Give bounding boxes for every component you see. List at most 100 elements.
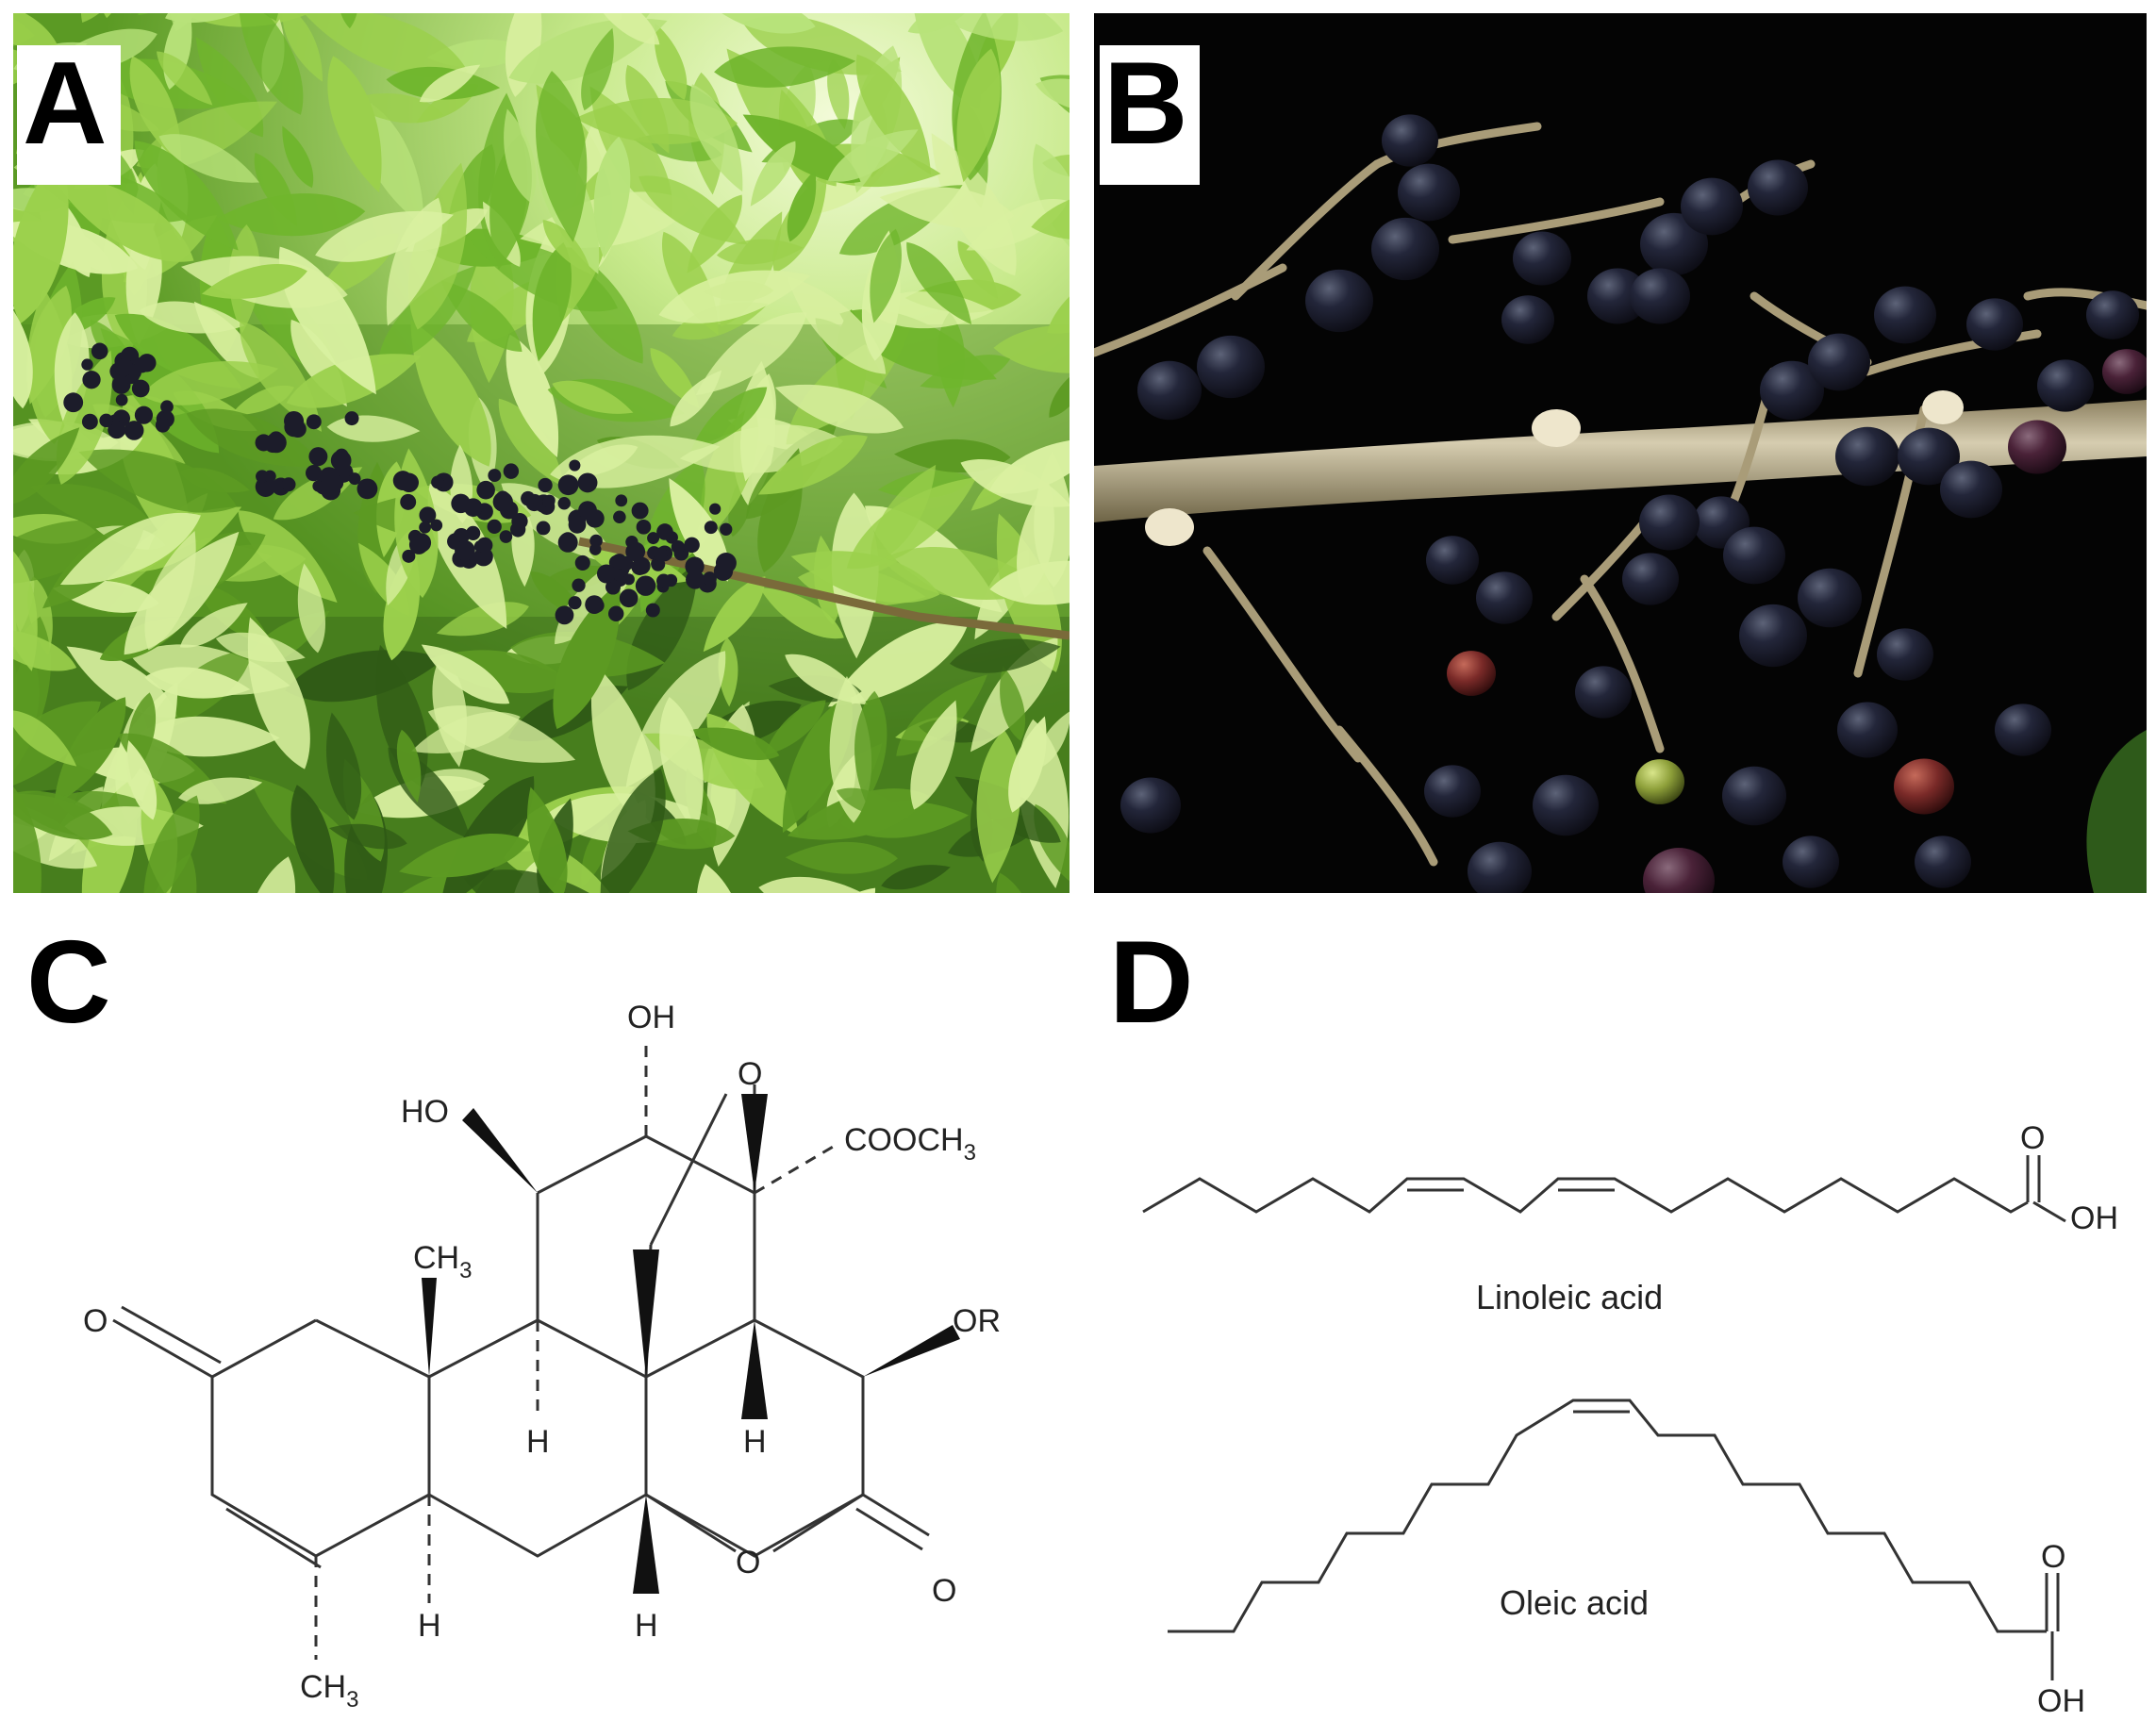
berry: [1995, 703, 2051, 756]
berry: [81, 413, 98, 430]
berry: [636, 520, 652, 535]
berry: [589, 543, 602, 555]
berry: [715, 553, 737, 573]
berry: [155, 418, 171, 433]
foliage-photo: [13, 13, 1070, 893]
berry: [568, 516, 587, 534]
berry: [585, 595, 605, 614]
berry: [431, 475, 444, 489]
atom-o-ring: O: [736, 1545, 760, 1580]
panel-a-photo: [13, 13, 1070, 893]
berry: [419, 521, 431, 534]
berry: [1305, 269, 1373, 333]
berry: [1622, 553, 1679, 605]
berry: [411, 533, 432, 553]
berry: [451, 493, 471, 514]
berry: [1640, 212, 1708, 276]
berry: [330, 450, 352, 472]
linoleic-o: O: [2020, 1120, 2045, 1156]
berry: [720, 522, 733, 536]
berry: [1468, 841, 1532, 893]
berry: [487, 519, 502, 535]
berry: [568, 596, 582, 610]
berry: [348, 472, 361, 486]
berry: [1722, 766, 1786, 826]
atom-cooch3: COOCH3: [844, 1122, 976, 1166]
atom-ho-left: HO: [401, 1094, 449, 1130]
berry: [488, 469, 502, 483]
berry: [656, 573, 672, 588]
atom-oh-top: OH: [627, 1000, 675, 1035]
berry: [635, 575, 656, 596]
berry: [492, 491, 513, 512]
berry: [632, 556, 651, 575]
berries-photo: [1094, 13, 2147, 893]
oleic-name: Oleic acid: [1500, 1583, 1649, 1622]
berry: [289, 420, 307, 439]
berry: [631, 502, 649, 520]
berry: [392, 471, 413, 491]
berry: [1748, 159, 1808, 216]
panel-label-c: C: [26, 918, 111, 1048]
berry: [1940, 460, 2002, 519]
berry: [402, 549, 416, 563]
berry: [1137, 360, 1202, 421]
linoleic-chain: [1142, 1155, 2066, 1223]
berry: [1966, 298, 2023, 351]
berry: [704, 521, 718, 535]
berry: [1894, 758, 1954, 815]
berry: [1630, 268, 1690, 324]
berry: [1837, 702, 1898, 758]
berry: [572, 578, 586, 592]
berry: [306, 464, 323, 482]
berry: [685, 556, 705, 576]
berry: [91, 342, 108, 360]
berry: [1798, 568, 1862, 628]
berry: [656, 523, 673, 540]
berry: [577, 472, 598, 493]
berry: [2102, 349, 2147, 394]
berry: [542, 495, 556, 508]
berry: [511, 512, 528, 530]
panel-b-photo: [1094, 13, 2147, 893]
berry: [114, 357, 134, 377]
berry: [608, 554, 623, 571]
berry: [99, 413, 113, 428]
atom-ch3-top: CH3: [413, 1240, 472, 1283]
berry: [2037, 359, 2094, 412]
berry: [108, 421, 126, 439]
berry: [81, 358, 93, 371]
berry: [115, 393, 128, 406]
atom-o-ketone: O: [83, 1303, 108, 1339]
berry: [1808, 333, 1870, 391]
berry: [1382, 114, 1438, 167]
berry: [134, 356, 150, 373]
berry: [654, 547, 668, 562]
oleic-chain: [1168, 1398, 2060, 1680]
berry: [1898, 427, 1960, 486]
berry: [2086, 290, 2139, 339]
berry: [503, 463, 520, 479]
oleic-o: O: [2041, 1539, 2065, 1575]
berry: [265, 432, 287, 454]
berry: [555, 605, 574, 625]
berry: [1639, 494, 1700, 551]
berry: [684, 537, 700, 554]
berry: [536, 521, 551, 536]
berry: [344, 411, 359, 426]
berry: [1587, 268, 1648, 324]
berry: [476, 537, 493, 554]
berry: [1447, 651, 1496, 696]
panel-label-a: A: [17, 45, 121, 185]
berry: [1643, 848, 1715, 893]
berry: [499, 530, 513, 543]
berry: [1681, 177, 1743, 236]
berry: [160, 400, 174, 414]
berry: [619, 588, 639, 608]
berry: [357, 478, 378, 500]
berry: [607, 605, 624, 622]
twig: [1231, 159, 1382, 301]
panel-c-structure: OH HO O COOCH3 CH3 O OR H H H H O O CH3: [83, 1000, 1001, 1713]
berry: [1533, 774, 1599, 836]
berry: [1426, 536, 1479, 585]
